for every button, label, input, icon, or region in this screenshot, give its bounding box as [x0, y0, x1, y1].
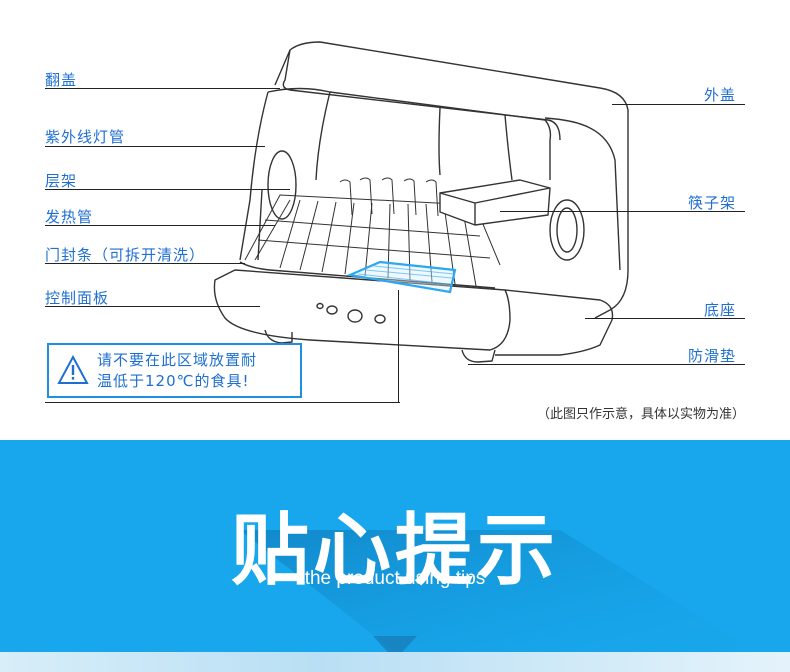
warning-box: 请不要在此区域放置耐 温低于120℃的食具! — [47, 343, 302, 398]
flip-lid — [267, 87, 552, 180]
outer-cover — [274, 41, 629, 319]
rule-door-seal — [45, 263, 245, 264]
side-knob — [549, 199, 585, 261]
tips-banner: 贴心提示 the product using tips — [0, 440, 790, 672]
rule-uv-tube — [45, 146, 265, 147]
foot-right — [461, 349, 496, 363]
label-uv-tube: 紫外线灯管 — [45, 128, 126, 146]
rule-heating-tube — [45, 225, 275, 226]
warning-icon — [57, 355, 89, 384]
chopstick-rack-shape — [439, 179, 551, 226]
rule-warning — [45, 402, 400, 403]
warning-line-1: 请不要在此区域放置耐 — [97, 351, 258, 369]
label-flip-lid: 翻盖 — [45, 71, 78, 89]
rule-shelf — [45, 189, 290, 190]
label-shelf: 层架 — [45, 172, 78, 190]
rule-chopstick-rack — [500, 211, 745, 212]
rule-flip-lid — [45, 88, 280, 89]
label-chopstick-rack: 筷子架 — [688, 194, 737, 212]
heat-zone-highlight — [346, 260, 457, 294]
control-buttons — [316, 302, 386, 324]
warning-line-2: 温低于120℃的食具! — [97, 372, 250, 390]
rule-warning-vertical — [398, 290, 399, 402]
disclaimer-note: （此图只作示意，具体以实物为准） — [536, 407, 745, 422]
dish-rack — [244, 177, 501, 287]
label-outer-cover: 外盖 — [704, 86, 737, 104]
rule-base — [585, 318, 745, 319]
banner-subtitle: the product using tips — [304, 568, 486, 589]
base — [213, 269, 511, 351]
rule-antislip-pad — [468, 364, 745, 365]
label-door-seal: 门封条（可拆开清洗） — [45, 246, 206, 264]
product-diagram — [213, 41, 629, 363]
label-heating-tube: 发热管 — [45, 208, 94, 226]
banner-bottom-strip — [0, 652, 790, 672]
rule-outer-cover — [612, 104, 745, 105]
rule-control-panel — [45, 306, 260, 307]
label-control-panel: 控制面板 — [45, 289, 110, 307]
banner-title: 贴心提示 — [230, 506, 559, 596]
label-base: 底座 — [704, 301, 737, 319]
label-antislip-pad: 防滑垫 — [688, 347, 737, 365]
